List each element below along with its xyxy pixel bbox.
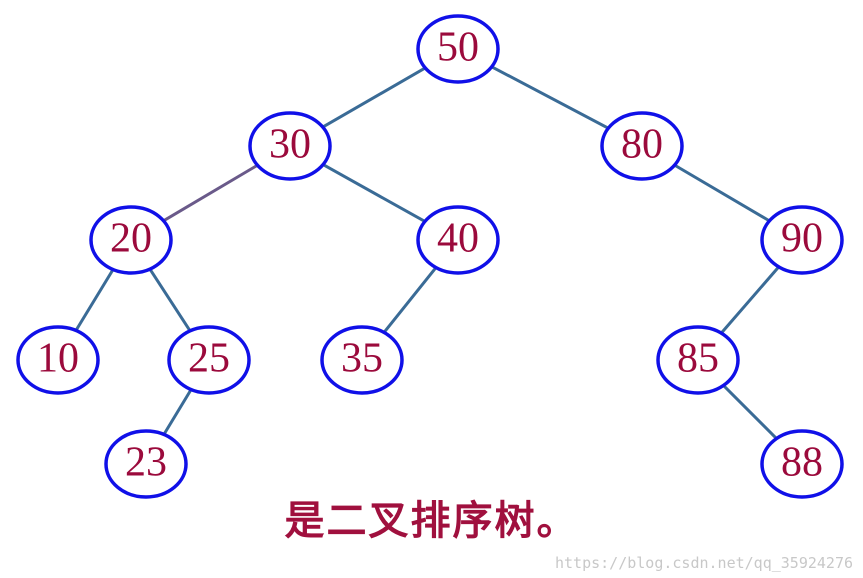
node-label-23: 23 <box>125 440 167 486</box>
node-label-30: 30 <box>269 122 311 168</box>
edge-50-80 <box>491 65 609 130</box>
edge-40-35 <box>382 266 438 334</box>
node-circle-35 <box>320 325 404 395</box>
edge-85-88 <box>722 384 778 440</box>
node-label-40: 40 <box>437 216 479 262</box>
tree-node-90: 90 <box>760 205 844 275</box>
node-label-80: 80 <box>621 122 663 168</box>
node-label-20: 20 <box>110 216 152 262</box>
edge-90-85 <box>720 265 780 335</box>
node-circle-25 <box>167 325 251 395</box>
watermark-text: https://blog.csdn.net/qq_35924276 <box>554 554 853 572</box>
edge-30-40 <box>322 163 426 223</box>
tree-node-23: 23 <box>104 429 188 499</box>
tree-node-80: 80 <box>600 111 684 181</box>
node-circle-10 <box>16 325 100 395</box>
tree-node-20: 20 <box>89 205 173 275</box>
edge-25-23 <box>162 388 193 436</box>
node-label-88: 88 <box>781 440 823 486</box>
edge-30-20 <box>162 163 259 223</box>
node-label-85: 85 <box>677 336 719 382</box>
tree-node-30: 30 <box>248 111 332 181</box>
edge-20-25 <box>148 268 192 332</box>
node-label-35: 35 <box>341 336 383 382</box>
edge-20-10 <box>74 268 115 332</box>
tree-node-25: 25 <box>167 325 251 395</box>
node-label-10: 10 <box>37 336 79 382</box>
caption-text: 是二叉排序树。 <box>284 498 579 544</box>
node-circle-23 <box>104 429 188 499</box>
tree-node-85: 85 <box>656 325 740 395</box>
node-circle-88 <box>760 429 844 499</box>
node-circle-50 <box>416 14 500 84</box>
edge-50-30 <box>322 66 426 129</box>
tree-node-40: 40 <box>416 205 500 275</box>
edge-80-90 <box>673 163 771 223</box>
tree-node-88: 88 <box>760 429 844 499</box>
node-circle-20 <box>89 205 173 275</box>
tree-node-50: 50 <box>416 14 500 84</box>
node-label-25: 25 <box>188 336 230 382</box>
node-circle-85 <box>656 325 740 395</box>
node-circle-30 <box>248 111 332 181</box>
node-label-90: 90 <box>781 216 823 262</box>
node-circle-40 <box>416 205 500 275</box>
node-circle-90 <box>760 205 844 275</box>
tree-node-35: 35 <box>320 325 404 395</box>
node-label-50: 50 <box>437 25 479 71</box>
tree-node-10: 10 <box>16 325 100 395</box>
node-circle-80 <box>600 111 684 181</box>
